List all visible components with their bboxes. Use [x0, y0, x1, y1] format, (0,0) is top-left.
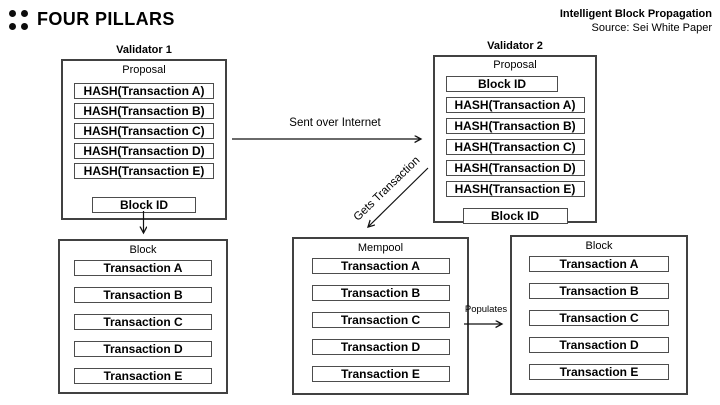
block-right-panel: Block Transaction A Transaction B Transa…: [510, 235, 688, 395]
transaction-box: Transaction B: [311, 285, 450, 301]
hash-box: HASH(Transaction E): [74, 163, 214, 179]
hash-box: HASH(Transaction D): [74, 143, 214, 159]
transaction-box: Transaction E: [529, 364, 669, 380]
mempool-label: Mempool: [357, 242, 404, 254]
title-block: Intelligent Block Propagation Source: Se…: [560, 7, 712, 35]
diagram-title: Intelligent Block Propagation: [559, 8, 712, 20]
gets-transaction-label: Gets Transaction: [351, 154, 423, 224]
validator1-panel: Proposal HASH(Transaction A) HASH(Transa…: [61, 59, 227, 220]
proposal-label: Proposal: [122, 64, 166, 76]
transaction-box: Transaction E: [311, 366, 450, 382]
transaction-box: Transaction C: [529, 310, 669, 326]
transaction-box: Transaction A: [74, 260, 212, 276]
block-id-box: Block ID: [462, 208, 568, 224]
hash-box: HASH(Transaction A): [445, 97, 585, 113]
transaction-box: Transaction B: [74, 287, 212, 303]
populates-label: Populates: [464, 304, 508, 315]
hash-box: HASH(Transaction E): [445, 181, 585, 197]
transaction-box: Transaction A: [311, 258, 450, 274]
transaction-box: Transaction D: [311, 339, 450, 355]
four-dots-logo-icon: [9, 9, 28, 30]
validator2-title: Validator 2: [487, 40, 543, 52]
block-id-box: Block ID: [446, 76, 558, 92]
block-left-panel: Block Transaction A Transaction B Transa…: [58, 239, 228, 394]
transaction-box: Transaction D: [529, 337, 669, 353]
block-label: Block: [585, 240, 613, 252]
four-pillars-logo: FOUR PILLARS: [9, 9, 175, 30]
sent-over-internet-label: Sent over Internet: [289, 117, 381, 129]
transaction-box: Transaction D: [74, 341, 212, 357]
hash-box: HASH(Transaction C): [445, 139, 585, 155]
hash-box: HASH(Transaction A): [74, 83, 214, 99]
hash-box: HASH(Transaction D): [445, 160, 585, 176]
transaction-box: Transaction B: [529, 283, 669, 299]
transaction-box: Transaction A: [529, 256, 669, 272]
transaction-box: Transaction E: [74, 368, 212, 384]
proposal-label: Proposal: [493, 59, 537, 71]
transaction-box: Transaction C: [311, 312, 450, 328]
hash-box: HASH(Transaction B): [74, 103, 214, 119]
validator1-title: Validator 1: [116, 44, 172, 56]
block-label: Block: [129, 244, 157, 256]
block-id-box: Block ID: [92, 197, 196, 213]
diagram-source: Source: Sei White Paper: [591, 22, 712, 34]
logo-text: FOUR PILLARS: [37, 9, 175, 29]
transaction-box: Transaction C: [74, 314, 212, 330]
mempool-panel: Mempool Transaction A Transaction B Tran…: [292, 237, 469, 395]
hash-box: HASH(Transaction B): [445, 118, 585, 134]
hash-box: HASH(Transaction C): [74, 123, 214, 139]
validator2-panel: Proposal Block ID HASH(Transaction A) HA…: [433, 55, 597, 224]
